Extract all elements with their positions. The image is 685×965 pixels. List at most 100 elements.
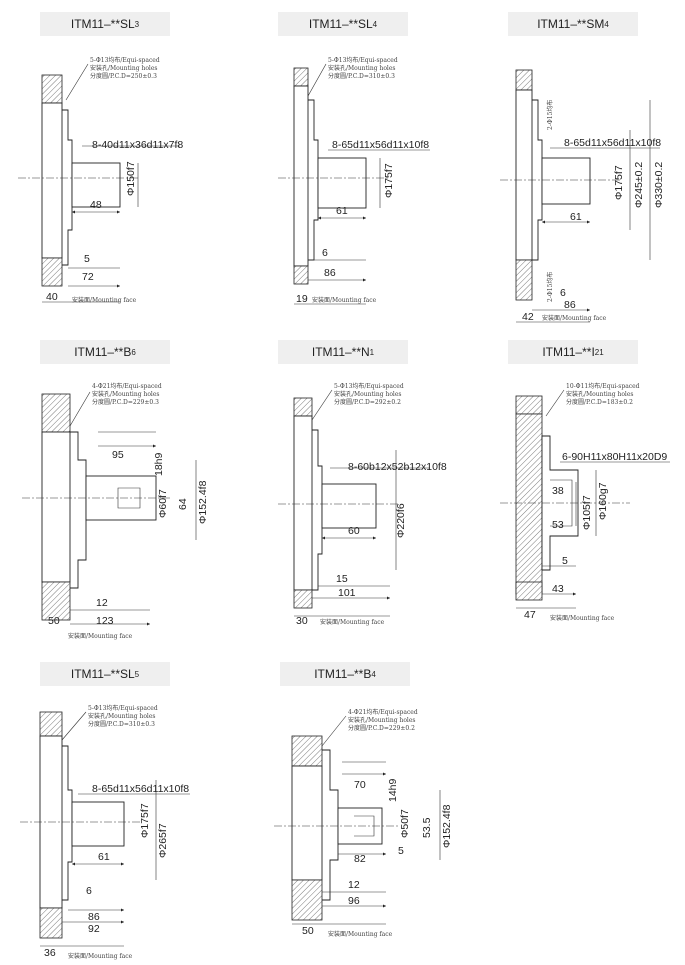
drawing-i21: 10-Φ11均布/Equi-spaced 安装孔/Mounting holes … <box>500 382 670 622</box>
dim-shaft: Φ150f7 <box>125 161 137 196</box>
dim-len3: 86 <box>324 267 336 279</box>
title-subscript: 4 <box>372 19 378 29</box>
dim-key: 14h9 <box>387 778 399 802</box>
title-subscript: 3 <box>134 19 140 29</box>
dim-len3: 86 <box>88 911 100 923</box>
dim-len3: 96 <box>348 895 360 907</box>
mount-label: 安装面/Mounting face <box>328 930 393 938</box>
title-subscript: 21 <box>594 347 604 357</box>
mount-label: 安装面/Mounting face <box>72 296 137 304</box>
dim-len2: 5 <box>84 253 90 265</box>
dim-len2: 15 <box>336 573 348 585</box>
dim-len3: 101 <box>338 587 356 599</box>
dim-bore: Φ105f7 <box>581 495 593 530</box>
drawing-n1: 5-Φ13均布/Equi-spaced 安装孔/Mounting holes 分… <box>278 382 447 627</box>
dim-shaft: Φ175f7 <box>383 163 395 198</box>
title-subscript: 1 <box>369 347 375 357</box>
dim-shaft: Φ60f7 <box>157 489 169 518</box>
title-text: ITM11–**I <box>542 345 595 359</box>
dim-pilot: Φ265f7 <box>157 823 169 858</box>
dim-pilot: Φ160g7 <box>597 482 609 520</box>
note-line: 10-Φ11均布/Equi-spaced <box>566 382 640 390</box>
note-line: 5-Φ13均布/Equi-spaced <box>90 56 160 64</box>
title-subscript: 5 <box>134 669 140 679</box>
drawing-sl3: 5-Φ13均布/Equi-spaced 安装孔/Mounting holes 分… <box>18 56 183 304</box>
dim-pcd: Φ245±0.2 <box>633 162 645 208</box>
spline-spec: 8-65d11x56d11x10f8 <box>92 783 189 795</box>
note-line: 分度圆/P.C.D=250±0.3 <box>90 72 157 80</box>
dim-flange: 40 <box>46 291 58 303</box>
mount-label: 安装面/Mounting face <box>312 296 377 304</box>
dim-flange: 36 <box>44 947 56 959</box>
spline-spec: 8-40d11x36d11x7f8 <box>92 139 183 151</box>
drawing-sm4: 2-Φ15均布 2-Φ15均布 8-65d11x56d11x10f8 Φ175f… <box>500 69 665 323</box>
note-line: 分度圆/P.C.D=229±0.3 <box>92 398 159 406</box>
dim-pilot: Φ152.4f8 <box>441 804 453 848</box>
note-line: 5-Φ13均布/Equi-spaced <box>88 704 158 712</box>
dim-keyh: 64 <box>177 498 189 510</box>
dim-len1: 70 <box>354 779 366 791</box>
note-line: 分度圆/P.C.D=310±0.3 <box>88 720 155 728</box>
dim-len1: 61 <box>98 851 110 863</box>
dim-len3: 72 <box>82 271 94 283</box>
title-subscript: 4 <box>604 19 609 29</box>
drawing-b4: 4-Φ21均布/Equi-spaced 安装孔/Mounting holes 分… <box>274 708 453 938</box>
title-text: ITM11–**SL <box>70 17 135 31</box>
note-line: 安装孔/Mounting holes <box>92 390 159 398</box>
dim-flange: 42 <box>522 311 534 323</box>
dim-key: 18h9 <box>153 452 165 476</box>
dim-len2: 5 <box>562 555 568 567</box>
dim-flange: 19 <box>296 293 308 305</box>
dim-shaft: Φ50f7 <box>399 809 411 838</box>
drawing-sl5: 5-Φ13均布/Equi-spaced 安装孔/Mounting holes 分… <box>20 704 190 960</box>
dim-flange: 50 <box>48 615 60 627</box>
note-line: 4-Φ21均布/Equi-spaced <box>348 708 418 716</box>
dim-len3: 123 <box>96 615 114 627</box>
title-text: ITM11–**B <box>314 667 372 681</box>
dim-flange: 50 <box>302 925 314 937</box>
note-line: 安装孔/Mounting holes <box>334 390 401 398</box>
dim-len2: 6 <box>322 247 328 259</box>
note-line: 5-Φ13均布/Equi-spaced <box>328 56 398 64</box>
title-text: ITM11–**SM <box>537 17 605 31</box>
dim-outer: Φ330±0.2 <box>653 162 665 208</box>
spline-spec: 8-65d11x56d11x10f8 <box>564 137 661 149</box>
note-line: 分度圆/P.C.D=229±0.2 <box>348 724 415 732</box>
note-line: 安装孔/Mounting holes <box>328 64 395 72</box>
note-line: 安装孔/Mounting holes <box>90 64 157 72</box>
drawing-sl4: 5-Φ13均布/Equi-spaced 安装孔/Mounting holes 分… <box>278 56 430 305</box>
dim-len2: 6 <box>560 287 566 299</box>
spline-spec: 8-65d11x56d11x10f8 <box>332 139 429 151</box>
dim-flange: 47 <box>524 609 536 621</box>
note-line: 4-Φ21均布/Equi-spaced <box>92 382 162 390</box>
dim-shaft: Φ175f7 <box>613 165 625 200</box>
note-line: 安装孔/Mounting holes <box>348 716 415 724</box>
mount-label: 安装面/Mounting face <box>320 618 385 626</box>
spline-spec: 8-60b12x52b12x10f8 <box>348 461 447 473</box>
note-line: 2-Φ15均布 <box>546 272 554 302</box>
title-subscript: 4 <box>371 669 376 679</box>
title-subscript: 6 <box>131 347 136 357</box>
dim-shaft: Φ175f7 <box>139 803 151 838</box>
note-line: 安装孔/Mounting holes <box>88 712 155 720</box>
mount-label: 安装面/Mounting face <box>550 614 615 622</box>
dim-len3: 43 <box>552 583 564 595</box>
dim-d2: 53 <box>552 519 564 531</box>
note-line: 5-Φ13均布/Equi-spaced <box>334 382 404 390</box>
dim-len2: 12 <box>96 597 108 609</box>
dim-len4: 92 <box>88 923 100 935</box>
title-text: ITM11–**SL <box>70 667 135 681</box>
drawing-b6: 4-Φ21均布/Equi-spaced 安装孔/Mounting holes 分… <box>22 382 209 640</box>
note-line: 分度圆/P.C.D=310±0.3 <box>328 72 395 80</box>
dim-pilot: Φ152.4f8 <box>197 480 209 524</box>
dim-len1: 60 <box>348 525 360 537</box>
dim-len2: 6 <box>86 885 92 897</box>
note-line: 2-Φ15均布 <box>546 100 554 130</box>
